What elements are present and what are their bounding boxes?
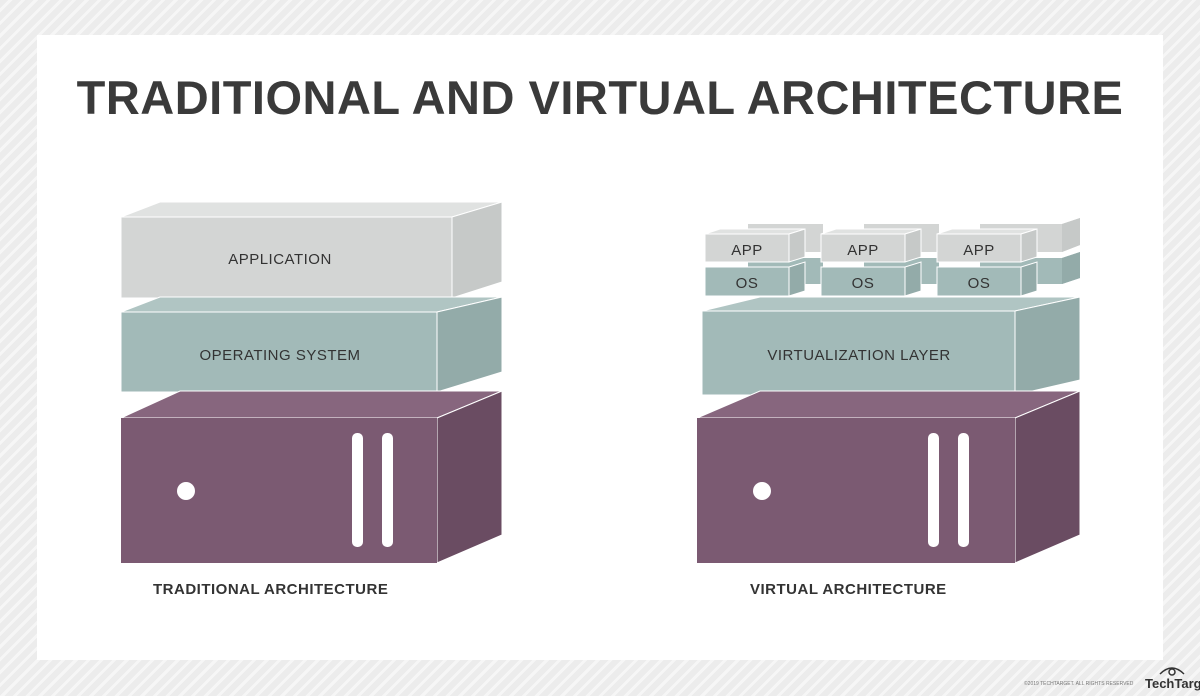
svg-text:OS: OS — [968, 275, 991, 292]
svg-text:APP: APP — [847, 242, 879, 259]
power-button-icon — [753, 482, 771, 500]
drive-bay-icon — [382, 433, 393, 547]
drive-bay-icon — [928, 433, 939, 547]
application-label: APPLICATION — [228, 251, 332, 268]
page-title: TRADITIONAL AND VIRTUAL ARCHITECTURE — [76, 71, 1124, 124]
techtarget-eye-icon — [1159, 667, 1185, 676]
virtualization-layer-label: VIRTUALIZATION LAYER — [767, 347, 950, 364]
application-layer: APPLICATION — [120, 201, 503, 299]
copyright: ©2019 TECHTARGET. ALL RIGHTS RESERVED — [1024, 681, 1134, 687]
server-hardware — [120, 390, 503, 564]
vm-1: APP OS — [704, 228, 806, 297]
vm-3: APP OS — [936, 228, 1038, 297]
server-hardware-virtual — [696, 390, 1081, 564]
svg-text:APP: APP — [963, 242, 995, 259]
virtualization-layer: VIRTUALIZATION LAYER — [701, 296, 1081, 396]
vm-2: APP OS — [820, 228, 922, 297]
techtarget-logo: TechTarget — [1145, 676, 1200, 691]
traditional-caption: TRADITIONAL ARCHITECTURE — [153, 581, 389, 598]
drive-bay-icon — [958, 433, 969, 547]
operating-system-layer: OPERATING SYSTEM — [120, 296, 503, 393]
power-button-icon — [177, 482, 195, 500]
svg-text:OS: OS — [736, 275, 759, 292]
operating-system-label: OPERATING SYSTEM — [199, 347, 360, 364]
svg-text:OS: OS — [852, 275, 875, 292]
virtual-caption: VIRTUAL ARCHITECTURE — [750, 581, 947, 598]
svg-text:APP: APP — [731, 242, 763, 259]
drive-bay-icon — [352, 433, 363, 547]
